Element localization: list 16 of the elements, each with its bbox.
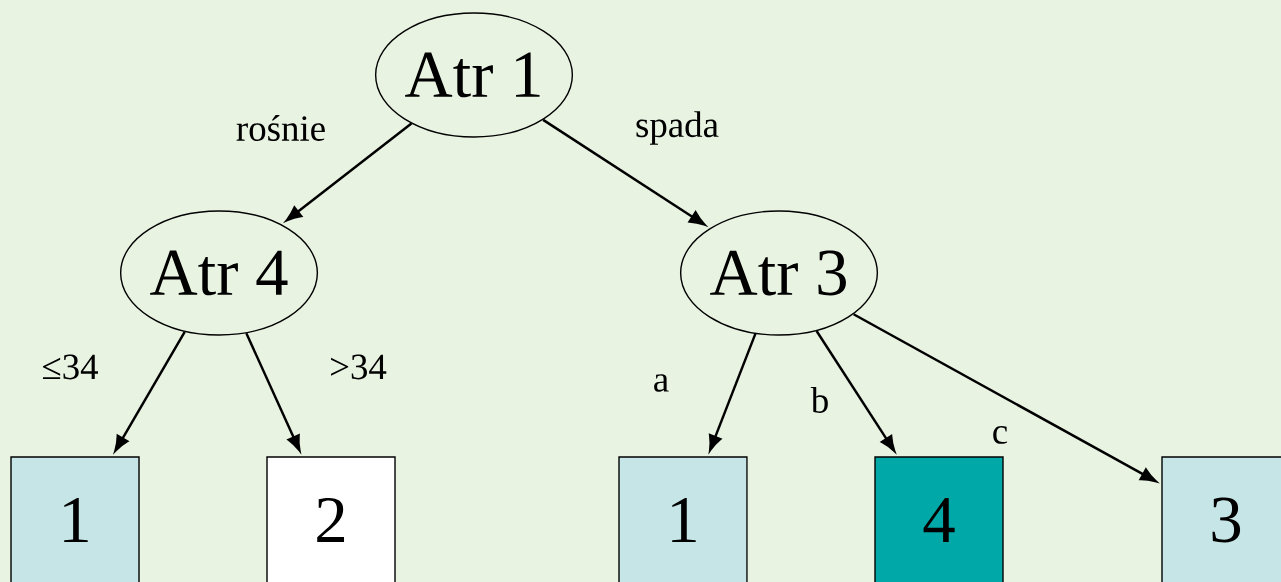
leaf-box: 1 <box>618 456 748 582</box>
leaf-box: 1 <box>10 456 140 582</box>
arrow <box>285 122 413 222</box>
leaf-box: 2 <box>266 456 396 582</box>
arrow <box>114 331 186 452</box>
arrow <box>708 333 757 452</box>
edge-label: >34 <box>331 354 387 380</box>
edge-label: c <box>993 426 1008 444</box>
arrow <box>245 332 301 452</box>
leaf-box: 4 <box>874 456 1004 582</box>
edge-label: rośnie <box>236 115 325 141</box>
edge-label: spada <box>636 111 719 145</box>
leaf-box: 3 <box>1161 456 1281 582</box>
edge-label: a <box>654 374 669 392</box>
arrow <box>542 118 706 226</box>
edge-label: ≤34 <box>42 354 99 380</box>
